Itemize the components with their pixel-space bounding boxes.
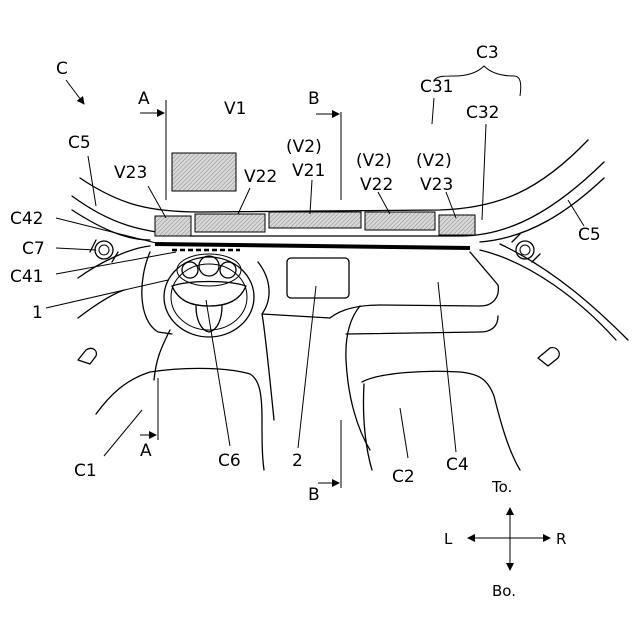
label-c3: C3 xyxy=(476,43,499,63)
label-v22-right: V22 xyxy=(360,175,393,195)
label-v2-paren-b: (V2) xyxy=(356,151,392,171)
dashboard-top-edge xyxy=(155,244,470,248)
label-c41: C41 xyxy=(10,267,44,287)
leader-c5-right xyxy=(568,200,584,226)
label-v23-right: V23 xyxy=(420,175,453,195)
leader-c6 xyxy=(206,300,230,446)
leader-v23-left xyxy=(148,186,166,218)
reference-labels: C C3 C31 C32 A B V1 (V2) V21 (V2) (V2) V… xyxy=(10,43,601,505)
label-c2: C2 xyxy=(392,467,415,487)
label-v21: V21 xyxy=(292,161,325,181)
right-vent-inner xyxy=(520,245,530,255)
left-door-handle xyxy=(78,348,96,364)
leader-c31 xyxy=(432,98,434,124)
leader-c2 xyxy=(400,408,408,458)
label-v2-paren-c: (V2) xyxy=(416,151,452,171)
center-display xyxy=(287,258,349,298)
left-vent-inner xyxy=(99,245,109,255)
label-c6: C6 xyxy=(218,451,241,471)
label-section-a-top: A xyxy=(138,89,150,109)
display-v23-left xyxy=(155,216,191,236)
left-pillar-lower xyxy=(78,246,150,278)
label-c5-left: C5 xyxy=(68,133,91,153)
leader-ref-2 xyxy=(298,286,316,448)
leader-c7 xyxy=(56,248,96,250)
leader-ref-1 xyxy=(46,280,168,308)
gauge-left xyxy=(182,262,198,278)
direction-compass: To. Bo. L R xyxy=(444,478,566,600)
compass-label-top: To. xyxy=(491,478,512,496)
label-v22-left: V22 xyxy=(244,167,277,187)
label-section-b-top: B xyxy=(308,89,320,109)
gauge-right xyxy=(220,262,236,278)
label-c: C xyxy=(56,59,68,79)
left-vent-outer xyxy=(95,241,113,259)
compass-label-right: R xyxy=(556,530,566,548)
leader-c32 xyxy=(482,124,486,220)
left-door-trim xyxy=(78,290,124,318)
label-c7: C7 xyxy=(22,239,45,259)
display-v21 xyxy=(269,212,361,228)
label-v1: V1 xyxy=(224,99,246,119)
right-pillar-lower xyxy=(480,250,616,340)
label-c31: C31 xyxy=(420,77,454,97)
leader-c42 xyxy=(56,218,160,244)
compass-label-left: L xyxy=(444,530,453,548)
reference-arrow-c xyxy=(66,80,84,104)
leader-v21 xyxy=(310,180,312,214)
display-v23-right xyxy=(439,215,475,235)
label-v23-left: V23 xyxy=(114,163,147,183)
right-door-handle xyxy=(538,348,559,366)
center-console-right xyxy=(346,306,370,450)
label-c32: C32 xyxy=(466,103,500,123)
leader-v22-left xyxy=(238,188,250,214)
label-ref-1: 1 xyxy=(32,303,43,323)
right-seat xyxy=(362,371,520,470)
label-section-b-bottom: B xyxy=(308,485,320,505)
label-v2-paren-a: (V2) xyxy=(286,137,322,157)
label-c42: C42 xyxy=(10,209,44,229)
gauge-center xyxy=(199,256,219,276)
label-c5-right: C5 xyxy=(578,225,601,245)
display-v22-left xyxy=(195,214,265,232)
steering-column xyxy=(154,330,170,380)
virtual-image-v1 xyxy=(172,153,236,191)
label-c1: C1 xyxy=(74,461,97,481)
right-vent-outer xyxy=(516,241,534,259)
center-console-left xyxy=(262,314,274,420)
leader-c5-left xyxy=(88,156,96,206)
label-section-a-bottom: A xyxy=(140,441,152,461)
display-v22-right xyxy=(365,212,435,230)
label-ref-2: 2 xyxy=(292,451,303,471)
leader-c4 xyxy=(438,282,456,452)
panel-lower-right xyxy=(346,316,498,334)
steering-hub xyxy=(172,282,246,307)
label-c4: C4 xyxy=(446,455,469,475)
leader-v23-right xyxy=(446,192,456,218)
compass-label-bottom: Bo. xyxy=(492,582,516,600)
leader-c1 xyxy=(104,410,142,456)
